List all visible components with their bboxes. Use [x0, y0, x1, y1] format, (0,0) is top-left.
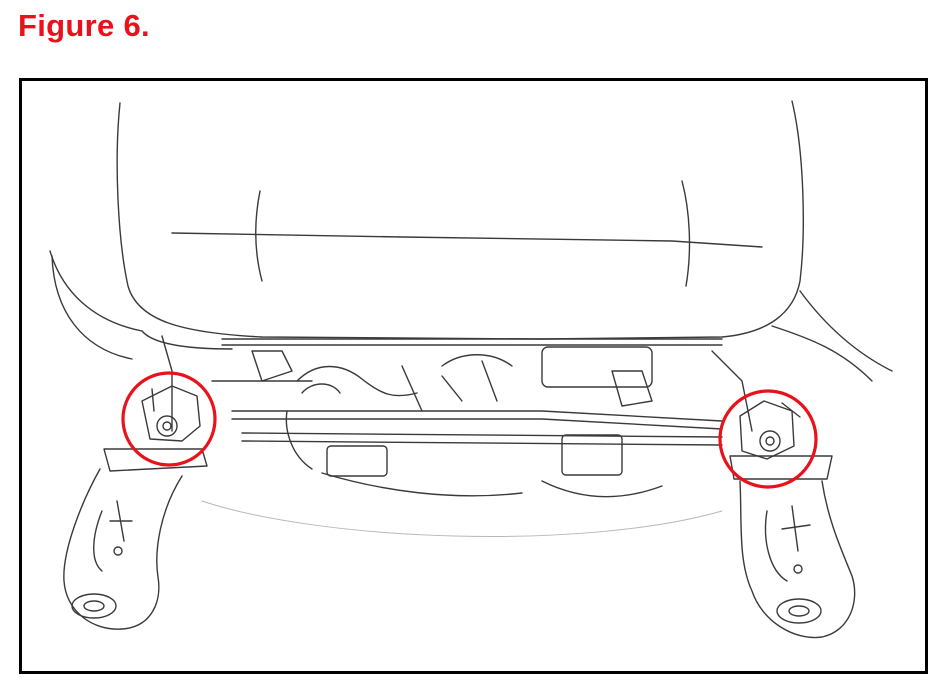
right-mount-bolt	[739, 400, 801, 460]
left-highlight-circle	[121, 371, 217, 467]
left-mount-bolt	[141, 385, 201, 442]
seat-frame-rails	[161, 335, 753, 498]
left-foot-bracket	[63, 448, 208, 630]
seat-diagram	[49, 100, 893, 639]
right-highlight-circle	[718, 389, 818, 489]
seat-cushion	[49, 100, 893, 382]
figure-title: Figure 6.	[18, 8, 150, 43]
figure-frame	[19, 78, 928, 674]
